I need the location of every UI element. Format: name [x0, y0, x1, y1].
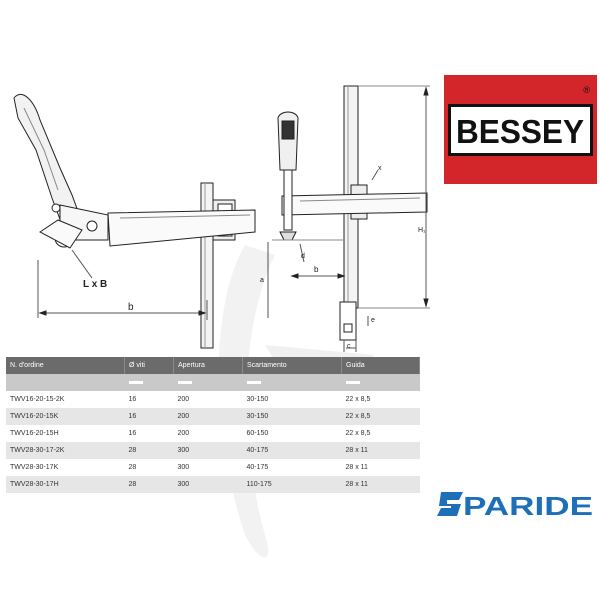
cell-opening: 300: [173, 476, 243, 493]
cell-spacing: 40-175: [242, 459, 342, 476]
table-row: TWV16-20-15K 16 200 30-150 22 x 8,5: [6, 408, 420, 425]
label-a: a: [260, 277, 264, 284]
unit-marker: [177, 380, 192, 384]
cell-guide: 28 x 11: [341, 442, 420, 459]
cell-spacing: 40-175: [242, 442, 342, 459]
unit-marker: [246, 380, 261, 384]
paride-s-mark-icon: [437, 492, 463, 516]
cell-opening: 300: [173, 442, 243, 459]
table-row: TWV16-20-15H 16 200 60-150 22 x 8,5: [6, 425, 420, 442]
label-d: d: [301, 253, 305, 260]
table-header-row: N. d'ordine Ø viti Apertura Scartamento …: [6, 357, 420, 374]
registered-mark: ®: [583, 85, 590, 95]
cell-order-number: TWV16-20-15-2K: [6, 391, 125, 408]
table-row: TWV28-30-17K 28 300 40-175 28 x 11: [6, 459, 420, 476]
cell-screw-diameter: 28: [124, 476, 174, 493]
label-h1: H₁: [418, 227, 426, 234]
label-e: e: [371, 317, 375, 324]
cell-screw-diameter: 16: [124, 425, 174, 442]
cell-guide: 22 x 8,5: [341, 391, 420, 408]
cell-order-number: TWV16-20-15H: [6, 425, 125, 442]
cell-spacing: 30-150: [242, 408, 342, 425]
cell-order-number: TWV28-30-17-2K: [6, 442, 125, 459]
header-guide: Guida: [341, 357, 420, 374]
bessey-logo: BESSEY ®: [444, 75, 597, 184]
dealer-name: PARIDE: [463, 491, 593, 521]
cell-screw-diameter: 16: [124, 391, 174, 408]
header-opening: Apertura: [173, 357, 243, 374]
cell-screw-diameter: 16: [124, 408, 174, 425]
label-x: x: [378, 165, 382, 172]
unit-marker: [345, 380, 360, 384]
brand-name: BESSEY: [456, 113, 584, 150]
table-row: TWV28-30-17-2K 28 300 40-175 28 x 11: [6, 442, 420, 459]
header-screw-diameter: Ø viti: [124, 357, 174, 374]
cell-spacing: 60-150: [242, 425, 342, 442]
cell-guide: 22 x 8,5: [341, 425, 420, 442]
cell-opening: 300: [173, 459, 243, 476]
cell-opening: 200: [173, 425, 243, 442]
cell-guide: 28 x 11: [341, 459, 420, 476]
cell-spacing: 30-150: [242, 391, 342, 408]
header-spacing: Scartamento: [242, 357, 342, 374]
cell-spacing: 110-175: [242, 476, 342, 493]
cell-order-number: TWV16-20-15K: [6, 408, 125, 425]
cell-screw-diameter: 28: [124, 442, 174, 459]
cell-opening: 200: [173, 391, 243, 408]
table-row: TWV28-30-17H 28 300 110-175 28 x 11: [6, 476, 420, 493]
cell-opening: 200: [173, 408, 243, 425]
label-lxb: L x B: [83, 279, 107, 290]
cell-order-number: TWV28-30-17K: [6, 459, 125, 476]
cell-guide: 22 x 8,5: [341, 408, 420, 425]
technical-drawing: L x B b b a d H₁ e c x: [13, 85, 430, 352]
cell-screw-diameter: 28: [124, 459, 174, 476]
unit-marker: [128, 380, 143, 384]
label-b-left: b: [128, 302, 134, 313]
cell-order-number: TWV28-30-17H: [6, 476, 125, 493]
label-c: c: [347, 343, 351, 350]
table-row: TWV16-20-15-2K 16 200 30-150 22 x 8,5: [6, 391, 420, 408]
header-order-number: N. d'ordine: [6, 357, 125, 374]
paride-logo: PARIDE: [437, 491, 593, 521]
cell-guide: 28 x 11: [341, 476, 420, 493]
label-b-right: b: [314, 265, 319, 274]
specifications-table: N. d'ordine Ø viti Apertura Scartamento …: [6, 357, 420, 493]
units-row: [6, 374, 420, 391]
